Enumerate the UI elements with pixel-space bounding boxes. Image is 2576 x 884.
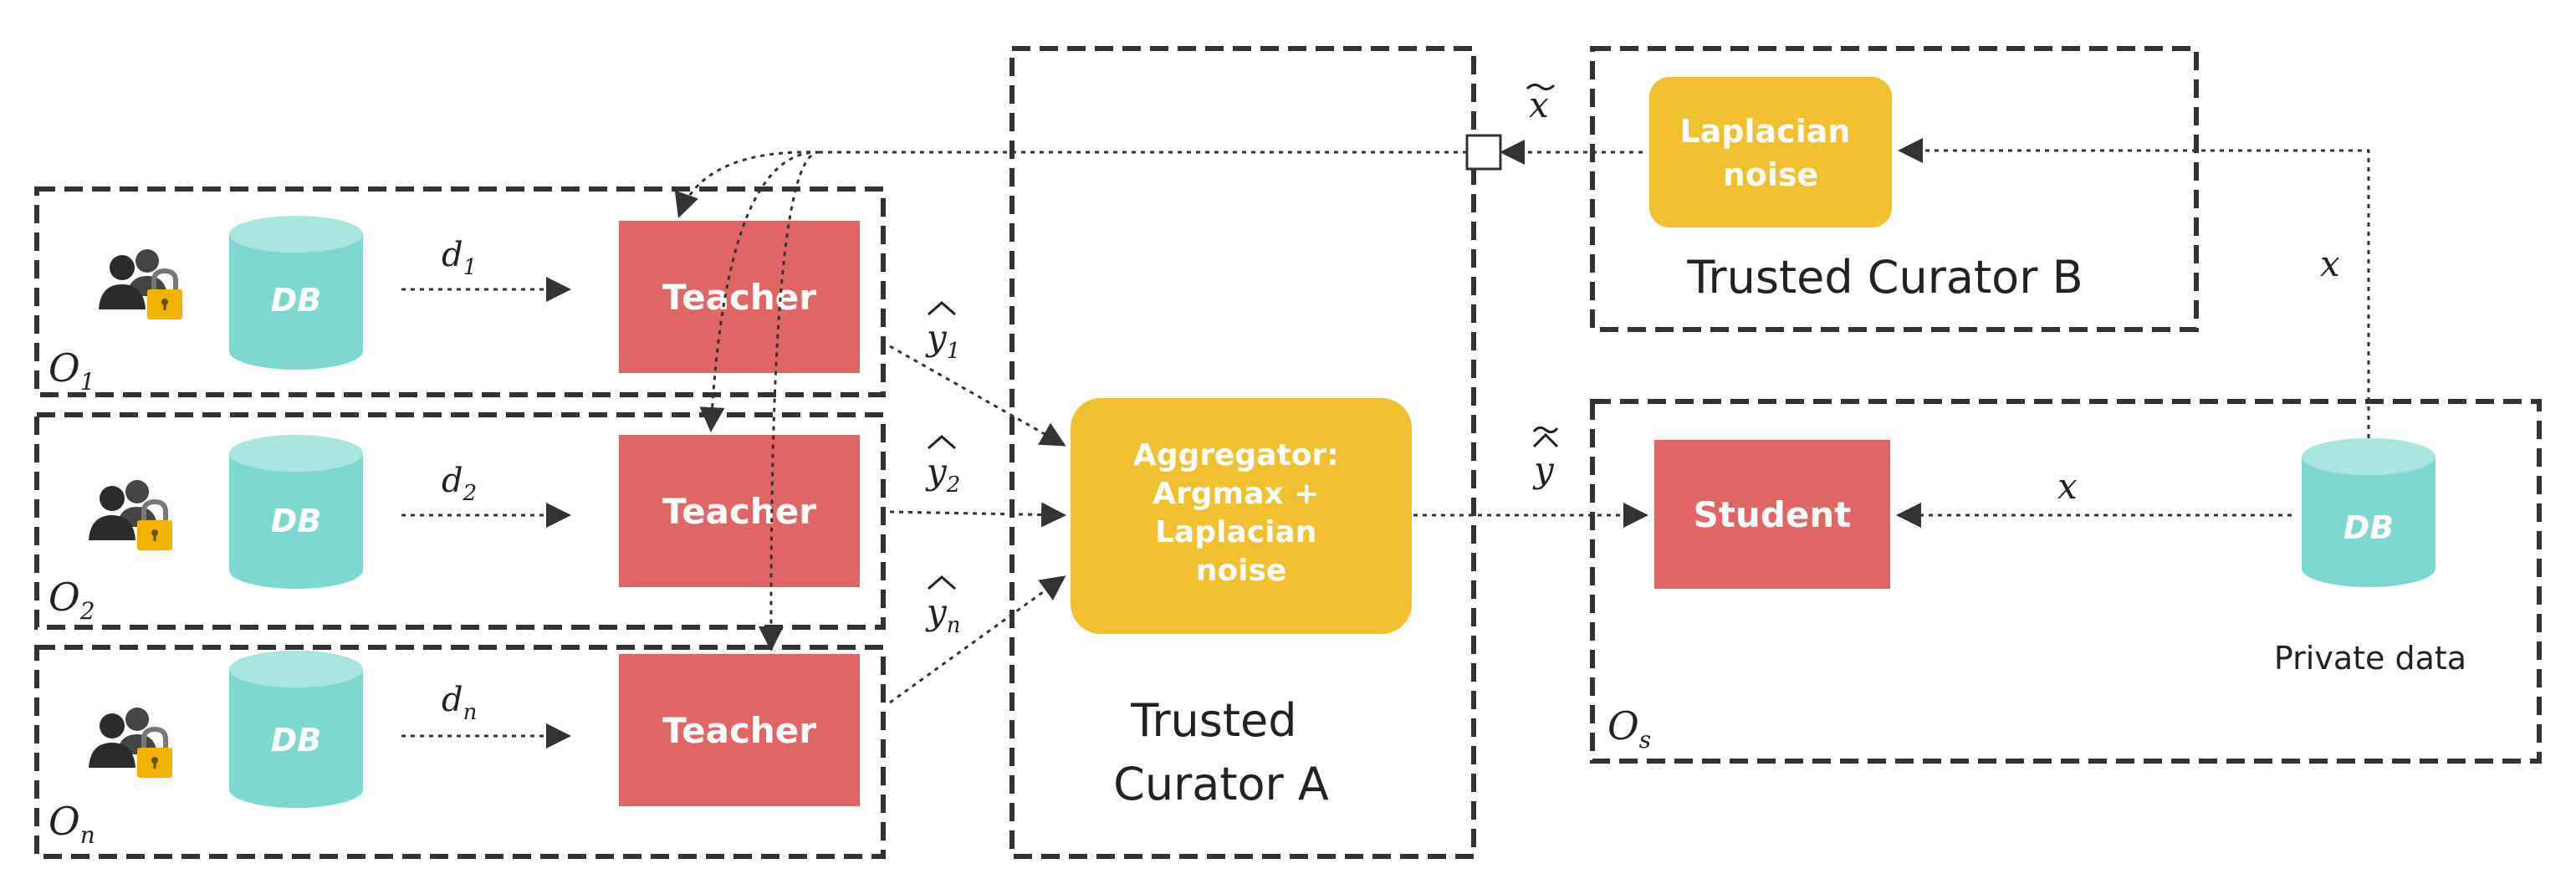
svg-text:y2: y2 bbox=[925, 451, 960, 498]
owner-label-1: O1 bbox=[49, 345, 95, 396]
data-label-2: d2 bbox=[442, 462, 477, 506]
svg-text:y1: y1 bbox=[925, 317, 960, 364]
users-lock-icon bbox=[99, 249, 182, 319]
aggregator-label: Aggregator: Argmax + Laplacian noise bbox=[1133, 438, 1349, 588]
curator-a-title: Trusted Curator A bbox=[1113, 694, 1329, 810]
teacher-box-n bbox=[619, 654, 860, 806]
prediction-arrow-1 bbox=[889, 345, 1066, 447]
noisy-label: y bbox=[1532, 426, 1559, 490]
student-box bbox=[1654, 440, 1890, 589]
student-owner-label: Os bbox=[1607, 703, 1651, 754]
db-label-n: DB bbox=[271, 722, 322, 759]
db-label-2: DB bbox=[271, 503, 322, 539]
teacher-label-n: Teacher bbox=[662, 710, 816, 751]
svg-text:y: y bbox=[1532, 449, 1555, 490]
student-input-label: x bbox=[2057, 466, 2078, 507]
prediction-label-n: yn bbox=[925, 575, 960, 638]
owner-box-1 bbox=[34, 187, 886, 397]
broadcast-arrow-n bbox=[758, 151, 820, 652]
teacher-box-2 bbox=[619, 435, 860, 587]
prediction-arrow-2 bbox=[889, 502, 1066, 528]
svg-text:x: x bbox=[1529, 84, 1549, 125]
data-label-n: dn bbox=[442, 681, 477, 725]
teacher-label-2: Teacher bbox=[662, 491, 816, 532]
database-icon bbox=[229, 651, 363, 808]
private-data-caption: Private data bbox=[2274, 640, 2466, 677]
student-label: Student bbox=[1694, 494, 1852, 535]
database-icon bbox=[229, 435, 363, 589]
junction-node bbox=[1465, 134, 1502, 171]
broadcast-arrow-2 bbox=[699, 151, 820, 432]
teacher-box-1 bbox=[619, 221, 860, 373]
teacher-label-1: Teacher bbox=[662, 277, 816, 318]
curator-a-box bbox=[1009, 46, 1476, 859]
noisy-query-label: x bbox=[1526, 83, 1556, 125]
query-label: x bbox=[2320, 243, 2340, 284]
prediction-label-2: y2 bbox=[925, 435, 960, 498]
data-label-1: d1 bbox=[442, 236, 477, 280]
curator-b-title: Trusted Curator B bbox=[1686, 251, 2083, 304]
student-owner-box bbox=[1590, 399, 2542, 764]
prediction-label-1: y1 bbox=[925, 301, 960, 364]
laplacian-noise-label: Laplacian noise bbox=[1679, 113, 1861, 193]
users-lock-icon bbox=[89, 480, 172, 550]
laplacian-noise-box bbox=[1649, 77, 1892, 227]
users-lock-icon bbox=[89, 708, 172, 778]
owner-label-n: On bbox=[49, 799, 95, 849]
database-icon bbox=[2302, 438, 2435, 587]
db-label-1: DB bbox=[271, 282, 322, 319]
owner-box-2 bbox=[34, 412, 886, 630]
owner-box-n bbox=[34, 645, 886, 859]
student-db-label: DB bbox=[2343, 509, 2395, 546]
aggregator-box bbox=[1071, 398, 1412, 634]
curator-b-box bbox=[1590, 46, 2199, 332]
owner-label-2: O2 bbox=[49, 575, 95, 625]
prediction-arrow-n bbox=[889, 575, 1066, 704]
svg-text:yn: yn bbox=[925, 591, 960, 638]
query-arrow bbox=[1898, 138, 2370, 438]
database-icon bbox=[229, 216, 363, 370]
broadcast-arrow-1 bbox=[674, 151, 820, 218]
